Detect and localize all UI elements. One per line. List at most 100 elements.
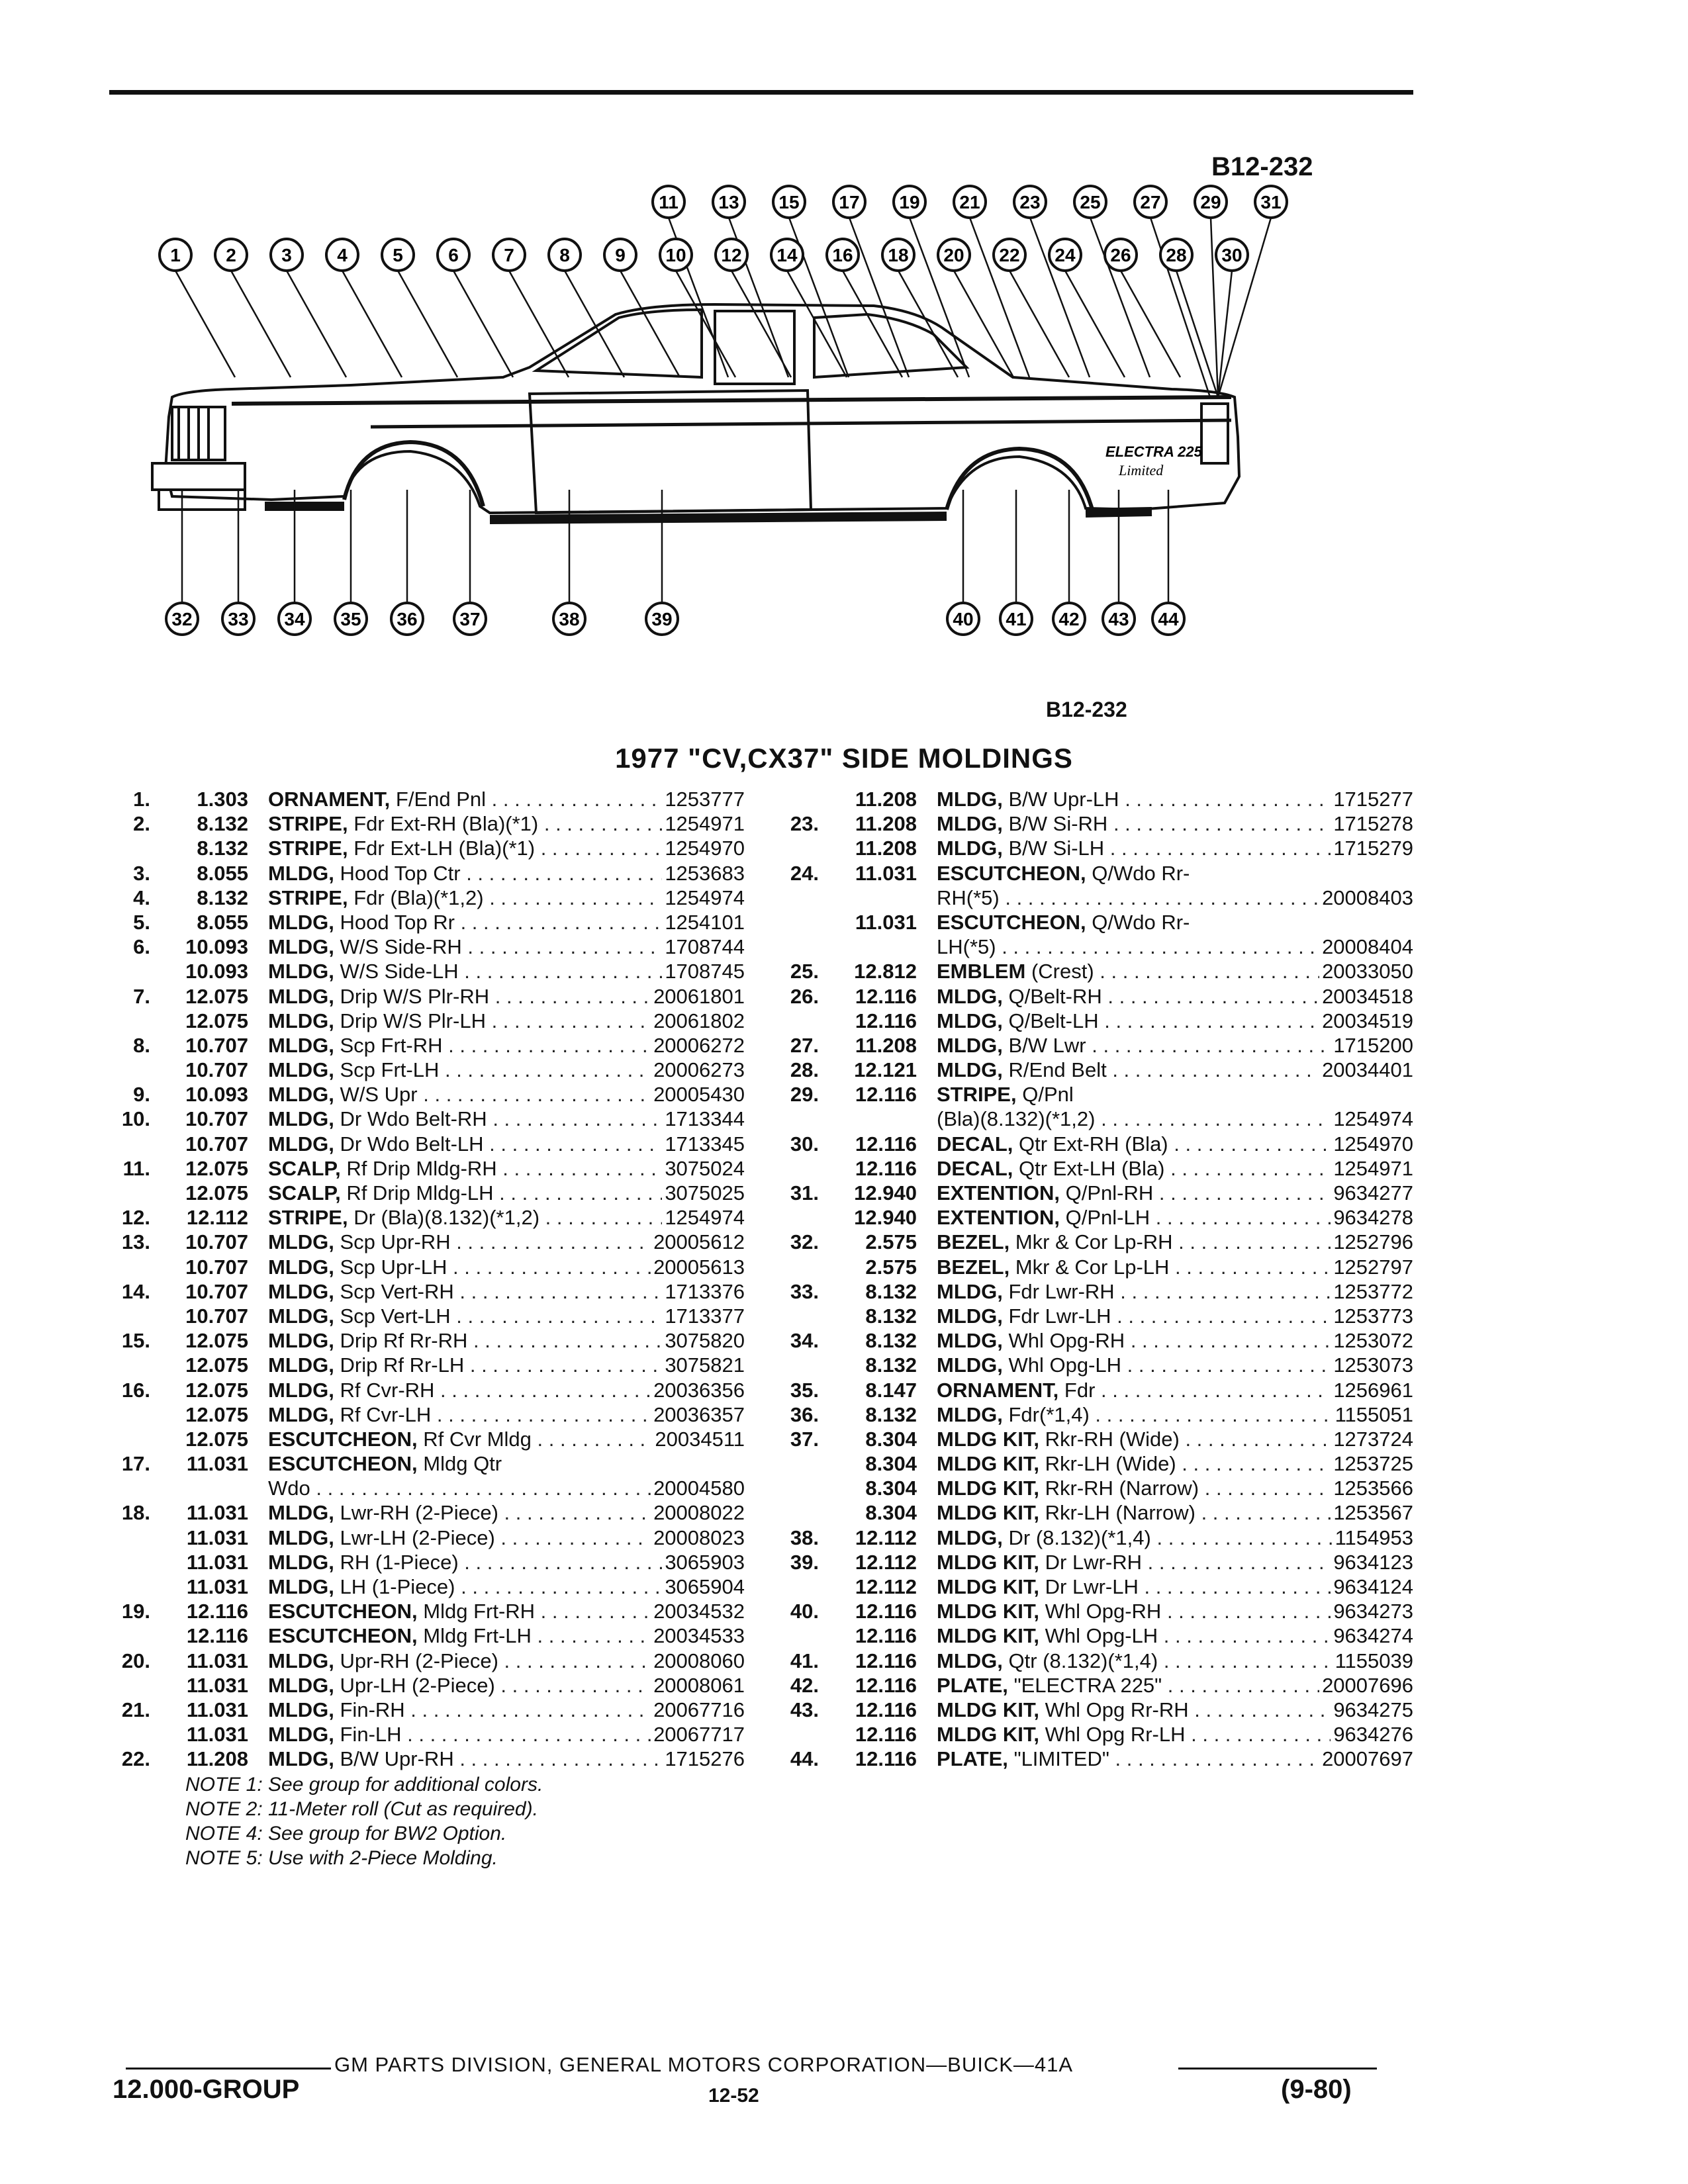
- group-number: 11.031: [186, 1452, 248, 1476]
- group-number: 12.075: [185, 1353, 248, 1377]
- front-bumper: [151, 462, 246, 491]
- part-detail: Q/Wdo Rr-: [1092, 861, 1190, 885]
- part-name: ESCUTCHEON,: [268, 1600, 418, 1623]
- part-detail: Q/Belt-LH: [1008, 1009, 1099, 1032]
- part-detail: Qtr Ext-LH (Bla): [1019, 1156, 1165, 1180]
- group-number: 10.093: [185, 935, 248, 959]
- item-number: 15.: [121, 1329, 150, 1353]
- part-detail: Fdr Ext-LH (Bla)(*1): [353, 837, 536, 860]
- svg-text:11: 11: [659, 192, 679, 212]
- svg-text:1: 1: [170, 245, 181, 265]
- group-number: 11.031: [855, 861, 917, 885]
- note-4: NOTE 4: See group for BW2 Option.: [185, 1823, 507, 1844]
- group-number: 1.303: [197, 788, 248, 811]
- part-detail: Q/Pnl-RH: [1065, 1181, 1154, 1205]
- item-number: 16.: [121, 1378, 150, 1402]
- item-number: 22.: [121, 1747, 150, 1771]
- part-name: MLDG KIT,: [937, 1550, 1039, 1574]
- part-name: MLDG,: [268, 1107, 334, 1131]
- part-detail: B/W Upr-RH: [340, 1747, 454, 1771]
- part-name: STRIPE,: [268, 837, 348, 860]
- part-detail: W/S Upr: [340, 1083, 418, 1107]
- part-name: ESCUTCHEON,: [268, 1452, 418, 1476]
- svg-text:26: 26: [1110, 245, 1131, 265]
- svg-text:43: 43: [1108, 609, 1129, 629]
- group-number: 8.147: [865, 1378, 917, 1402]
- part-detail: Scp Vert-LH: [340, 1304, 451, 1328]
- part-name: MLDG,: [268, 1304, 334, 1328]
- figure-code-bottom: B12-232: [1046, 698, 1127, 721]
- part-number: 1254974: [662, 886, 745, 910]
- side-window: [714, 310, 796, 385]
- part-detail: RH (1-Piece): [340, 1550, 459, 1574]
- part-description: MLDG, Drip Rf Rr-LH . . . . . . . . . . …: [268, 1353, 745, 1377]
- group-number: 12.112: [186, 1206, 248, 1230]
- part-detail: Hood Top Ctr: [340, 861, 461, 885]
- part-detail: B/W Si-LH: [1008, 837, 1105, 860]
- part-name: MLDG,: [937, 788, 1003, 811]
- part-description: STRIPE, Q/Pnl: [937, 1083, 1413, 1107]
- group-number: 12.116: [855, 1649, 917, 1672]
- part-number: 1253683: [662, 861, 745, 886]
- svg-text:14: 14: [776, 245, 798, 265]
- group-number: 11.031: [186, 1649, 248, 1672]
- group-number: 12.116: [855, 1009, 917, 1032]
- group-number: 12.075: [185, 1329, 248, 1353]
- svg-text:12: 12: [721, 245, 741, 265]
- svg-text:42: 42: [1058, 609, 1079, 629]
- group-number: 11.031: [186, 1723, 248, 1747]
- part-detail: Drip Rf Rr-RH: [340, 1329, 468, 1353]
- part-detail: Whl Opg-LH: [1045, 1624, 1158, 1648]
- part-detail: Mkr & Cor Lp-RH: [1015, 1230, 1173, 1254]
- part-row: Wdo . . . . . . . . . . . . . . . . . . …: [109, 1477, 745, 1501]
- part-description: LH(*5) . . . . . . . . . . . . . . . . .…: [937, 935, 1413, 959]
- group-number: 11.208: [855, 812, 917, 836]
- part-detail: Rf Drip Mldg-LH: [346, 1181, 494, 1205]
- page-title: 1977 "CV,CX37" SIDE MOLDINGS: [615, 743, 1073, 774]
- belt-stripe: [231, 395, 1232, 406]
- part-number: 1254101: [662, 910, 745, 934]
- part-description: ESCUTCHEON, Q/Wdo Rr-: [937, 862, 1413, 886]
- part-detail: Lwr-LH (2-Piece): [340, 1525, 495, 1549]
- part-detail: Scp Vert-RH: [340, 1279, 454, 1303]
- group-number: 8.132: [197, 812, 248, 836]
- part-number: 1252797: [1331, 1255, 1413, 1279]
- callout-38: 38: [552, 602, 586, 636]
- part-row: (Bla)(8.132)(*1,2) . . . . . . . . . . .…: [778, 1107, 1413, 1132]
- part-number: 1253566: [1331, 1477, 1413, 1501]
- part-detail: Dr (Bla)(8.132)(*1,2): [353, 1206, 540, 1230]
- part-detail: Q/Belt-RH: [1008, 984, 1102, 1008]
- part-number: 1253777: [662, 788, 745, 811]
- part-number: 20007697: [1319, 1747, 1413, 1772]
- leader-dots: . . . . . . . . . . . . . . . . . . . . …: [996, 935, 1338, 959]
- part-number: 3075821: [662, 1353, 745, 1378]
- part-number: 1254970: [662, 837, 745, 861]
- part-number: 20006273: [651, 1058, 745, 1083]
- group-number: 8.132: [865, 1353, 917, 1377]
- part-number: 1253567: [1331, 1501, 1413, 1525]
- part-number: 20036357: [651, 1402, 745, 1427]
- part-name: MLDG,: [268, 1230, 334, 1254]
- part-detail: Scp Upr-LH: [340, 1255, 447, 1279]
- part-number: 3065904: [662, 1575, 745, 1599]
- part-name: ESCUTCHEON,: [937, 910, 1086, 934]
- item-number: 19.: [121, 1600, 150, 1623]
- callout-33: 33: [221, 602, 256, 636]
- svg-text:3: 3: [281, 245, 292, 265]
- callout-17: 17: [832, 185, 867, 219]
- group-number: 8.055: [197, 861, 248, 885]
- item-number: 7.: [133, 984, 150, 1008]
